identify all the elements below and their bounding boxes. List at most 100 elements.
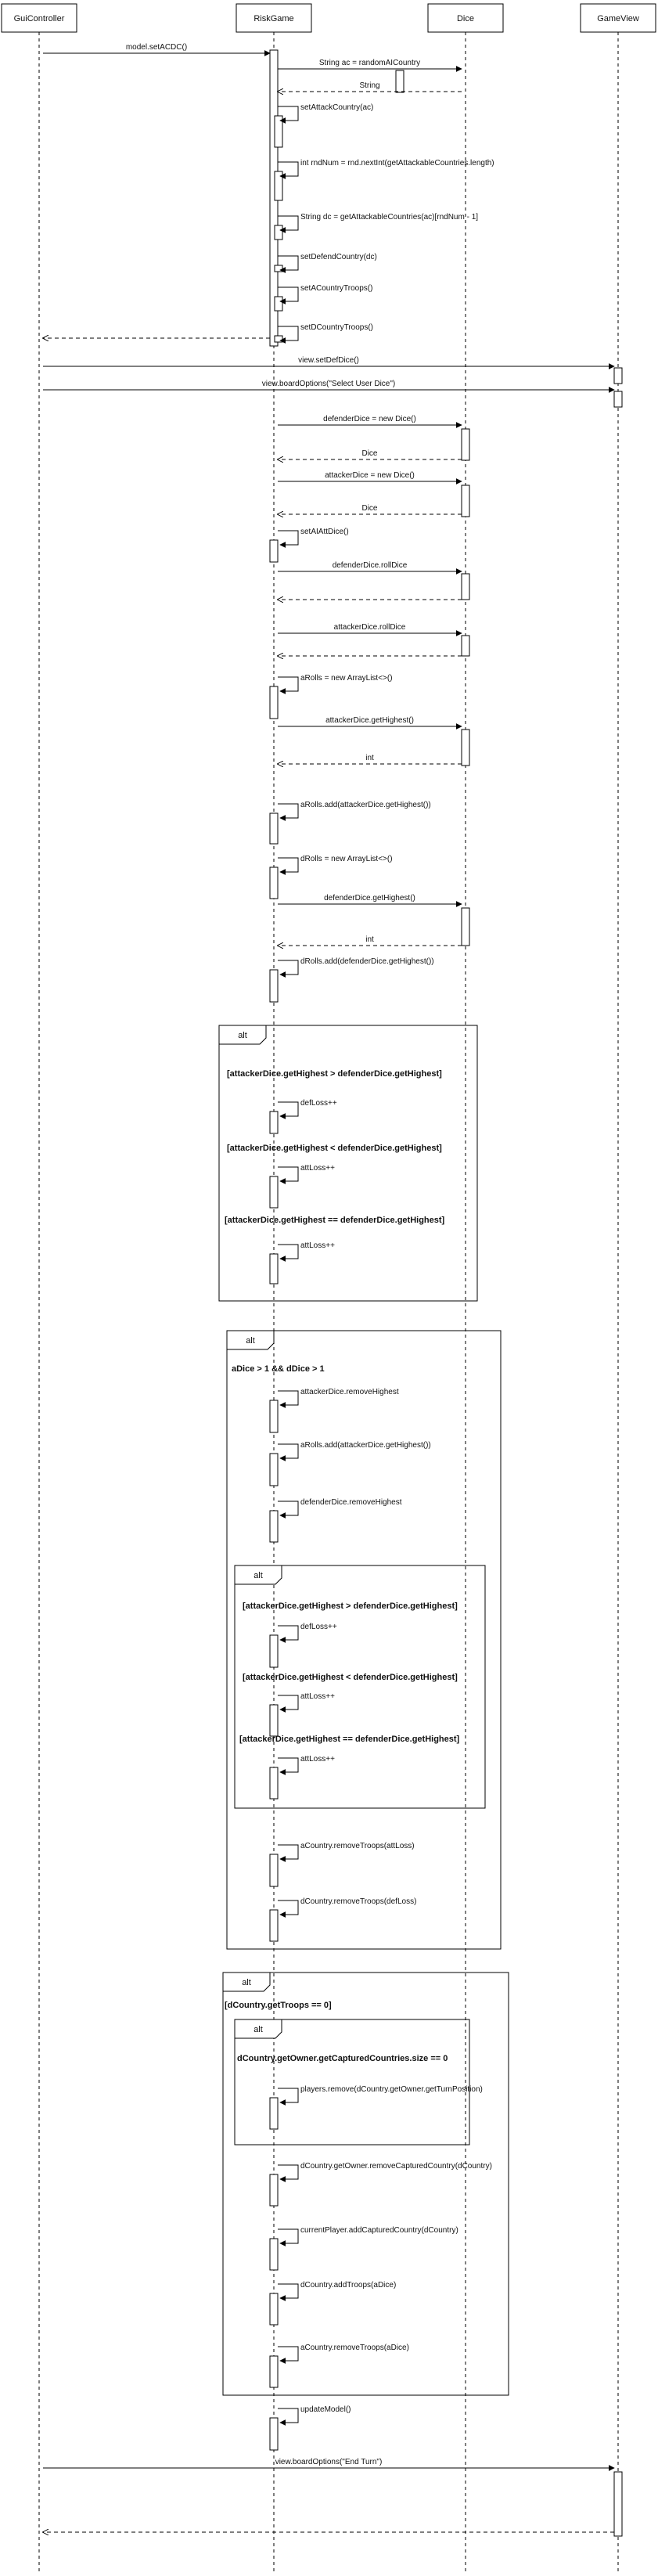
message-m23[interactable]: attackerDice.getHighest()	[278, 716, 462, 730]
message-m22[interactable]: aRolls = new ArrayList<>()	[278, 674, 393, 694]
participant-view[interactable]: GameView	[580, 3, 656, 33]
message-m46[interactable]: updateModel()	[278, 2405, 351, 2426]
message-m31[interactable]: attLoss++	[278, 1164, 335, 1184]
message-label: dRolls = new ArrayList<>()	[300, 855, 393, 863]
message-m8[interactable]: setACountryTroops()	[278, 284, 372, 304]
message-m45[interactable]: aCountry.removeTroops(aDice)	[278, 2344, 409, 2364]
message-m11[interactable]: view.setDefDice()	[43, 356, 615, 369]
message-m34[interactable]: aRolls.add(attackerDice.getHighest())	[278, 1441, 431, 1461]
fragment-operator: alt	[253, 1571, 263, 1580]
self-message-arrow	[278, 1390, 299, 1408]
fragment-guard: [attackerDice.getHighest == defenderDice…	[225, 1216, 445, 1225]
message-label: attLoss++	[300, 1241, 335, 1250]
message-label: attackerDice.removeHighest	[300, 1388, 399, 1396]
fragment-guard: [attackerDice.getHighest > defenderDice.…	[227, 1069, 442, 1079]
message-m20[interactable]: attackerDice.rollDice	[278, 623, 462, 636]
self-message-arrow	[278, 2164, 299, 2182]
message-m29[interactable]: dRolls.add(defenderDice.getHighest())	[278, 957, 434, 978]
message-m37[interactable]: attLoss++	[278, 1692, 335, 1713]
activation-bar-risk	[274, 335, 283, 343]
message-m13[interactable]: defenderDice = new Dice()	[278, 415, 462, 428]
message-label: defenderDice.rollDice	[333, 561, 408, 570]
fragment-f5: altdCountry.getOwner.getCapturedCountrie…	[234, 2019, 470, 2145]
fragments-layer: alt [attackerDice.getHighest > defenderDi…	[218, 1025, 509, 2396]
message-m2[interactable]: String ac = randomAICountry	[278, 59, 462, 72]
message-m36[interactable]: defLoss++	[278, 1623, 337, 1643]
message-label: Dice	[361, 504, 377, 513]
participant-name: GameView	[597, 14, 639, 23]
activation-bar-risk	[269, 1634, 279, 1668]
message-m3[interactable]: String	[278, 81, 462, 92]
message-m32[interactable]: attLoss++	[278, 1241, 335, 1262]
message-m40[interactable]: dCountry.removeTroops(defLoss)	[278, 1897, 416, 1918]
message-m12[interactable]: view.boardOptions("Select User Dice")	[43, 380, 615, 393]
message-m30[interactable]: defLoss++	[278, 1099, 337, 1119]
fragment-guard: [attackerDice.getHighest > defenderDice.…	[243, 1601, 458, 1611]
self-message-arrow	[278, 2408, 299, 2426]
message-m7[interactable]: setDefendCountry(dc)	[278, 253, 377, 273]
fragment-operator: alt	[238, 1031, 247, 1040]
message-m26[interactable]: dRolls = new ArrayList<>()	[278, 855, 393, 875]
message-label: attLoss++	[300, 1692, 335, 1701]
activation-bar-risk	[274, 225, 283, 240]
message-label: int	[365, 935, 374, 944]
self-message-arrow	[278, 215, 299, 233]
message-label: defLoss++	[300, 1099, 337, 1108]
message-m24[interactable]: int	[278, 754, 462, 764]
self-message-arrow	[278, 1166, 299, 1184]
message-m6[interactable]: String dc = getAttackableCountries(ac)[r…	[278, 213, 478, 233]
participant-risk[interactable]: RiskGame	[236, 3, 312, 33]
fragment-f4: alt[dCountry.getTroops == 0]	[222, 1972, 509, 2396]
message-m17[interactable]: setAIAttDice()	[278, 528, 349, 548]
message-m4[interactable]: setAttackCountry(ac)	[278, 103, 373, 124]
message-m47[interactable]: view.boardOptions("End Turn")	[43, 2458, 615, 2471]
activation-bar-risk	[269, 1909, 279, 1942]
activation-bar-risk	[274, 171, 283, 201]
message-m43[interactable]: currentPlayer.addCapturedCountry(dCountr…	[278, 2226, 458, 2246]
message-label: String	[359, 81, 379, 90]
fragment-guard: [attackerDice.getHighest < defenderDice.…	[243, 1673, 458, 1682]
participant-name: RiskGame	[253, 14, 293, 23]
participant-name: Dice	[457, 14, 474, 23]
message-m42[interactable]: dCountry.getOwner.removeCapturedCountry(…	[278, 2162, 492, 2182]
message-m44[interactable]: dCountry.addTroops(aDice)	[278, 2281, 396, 2301]
message-label: dRolls.add(defenderDice.getHighest())	[300, 957, 434, 966]
activation-bar-risk	[269, 2293, 279, 2326]
message-m28[interactable]: int	[278, 935, 462, 946]
message-m35[interactable]: defenderDice.removeHighest	[278, 1498, 402, 1519]
message-label: players.remove(dCountry.getOwner.getTurn…	[300, 2085, 483, 2094]
message-label: defenderDice = new Dice()	[323, 415, 416, 423]
self-message-arrow	[278, 1101, 299, 1119]
message-m39[interactable]: aCountry.removeTroops(attLoss)	[278, 1842, 415, 1862]
activation-bar-dice	[461, 729, 470, 766]
message-m27[interactable]: defenderDice.getHighest()	[278, 894, 462, 907]
message-m1[interactable]: model.setACDC()	[43, 43, 271, 56]
activation-bar-risk	[269, 2097, 279, 2130]
message-m38[interactable]: attLoss++	[278, 1755, 335, 1775]
message-m9[interactable]: setDCountryTroops()	[278, 323, 373, 344]
fragment-operator: alt	[246, 1336, 255, 1346]
message-m41[interactable]: players.remove(dCountry.getOwner.getTurn…	[278, 2085, 483, 2106]
message-m18[interactable]: defenderDice.rollDice	[278, 561, 462, 575]
participant-gui[interactable]: GuiController	[1, 3, 77, 33]
activation-bar-risk	[269, 1854, 279, 1887]
participant-dice[interactable]: Dice	[427, 3, 504, 33]
message-label: setDCountryTroops()	[300, 323, 373, 332]
activation-bar-risk	[269, 2238, 279, 2271]
message-m14[interactable]: Dice	[278, 449, 462, 459]
message-m16[interactable]: Dice	[278, 504, 462, 514]
message-m5[interactable]: int rndNum = rnd.nextInt(getAttackableCo…	[278, 159, 494, 179]
activation-bar-risk	[269, 2355, 279, 2388]
fragment-frame	[222, 1972, 509, 2396]
message-label: String ac = randomAICountry	[319, 59, 420, 67]
activation-bar-risk	[269, 686, 279, 719]
activation-bar-dice	[461, 428, 470, 461]
message-m25[interactable]: aRolls.add(attackerDice.getHighest())	[278, 801, 431, 821]
fragment-operator-tag	[218, 1025, 267, 1045]
message-m15[interactable]: attackerDice = new Dice()	[278, 471, 462, 485]
message-label: aRolls = new ArrayList<>()	[300, 674, 393, 683]
fragment-operator-tag	[222, 1972, 271, 1992]
activation-bar-dice	[395, 70, 405, 93]
message-label: attackerDice.getHighest()	[325, 716, 414, 725]
message-m33[interactable]: attackerDice.removeHighest	[278, 1388, 399, 1408]
